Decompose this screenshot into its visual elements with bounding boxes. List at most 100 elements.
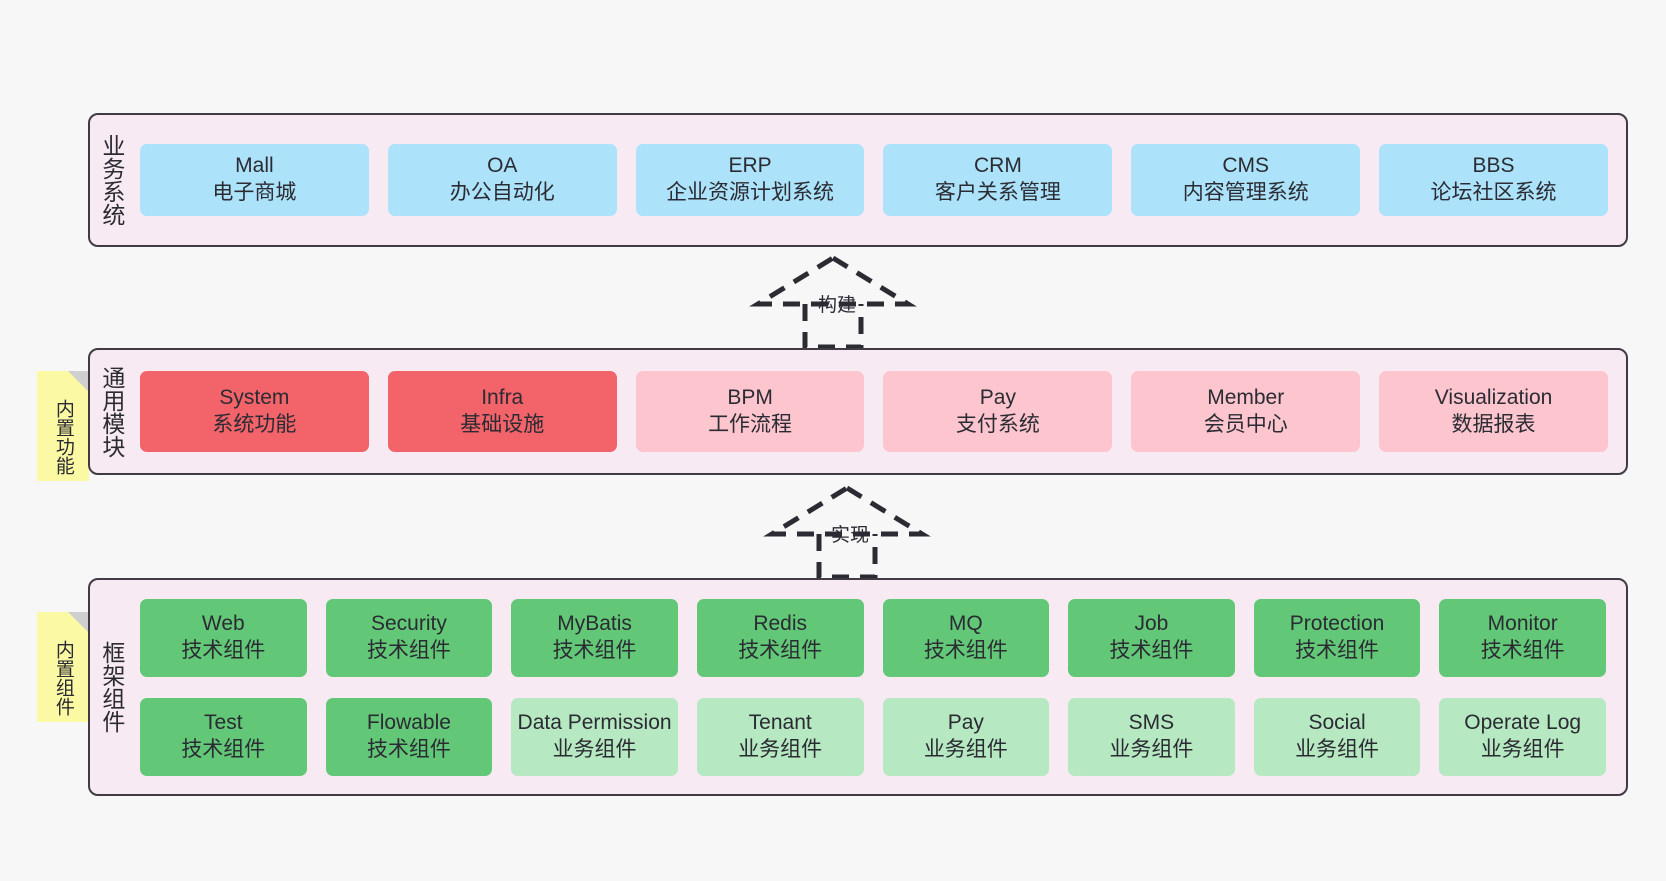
node-visualization[interactable]: Visualization 数据报表	[1379, 371, 1608, 452]
sticky-note-label: 内置功能	[52, 399, 74, 475]
node-cms[interactable]: CMS 内容管理系统	[1131, 144, 1361, 216]
node-subtitle: 技术组件	[738, 638, 823, 662]
node-title: BPM	[727, 385, 773, 409]
connector-implement-label: 实现	[831, 525, 870, 546]
node-title: OA	[487, 154, 518, 178]
node-subtitle: 技术组件	[366, 638, 451, 662]
sticky-note-label: 内置组件	[52, 640, 74, 716]
node-subtitle: 业务组件	[738, 737, 823, 761]
node-system[interactable]: System 系统功能	[140, 371, 369, 452]
common-row: System 系统功能 Infra 基础设施 BPM 工作流程 Pay 支付系统…	[140, 371, 1608, 452]
layer-title-framework: 框架组件	[98, 641, 125, 733]
node-title: Data Permission	[517, 710, 672, 734]
node-redis[interactable]: Redis 技术组件	[696, 598, 864, 677]
node-subtitle: 系统功能	[212, 412, 297, 436]
node-subtitle: 业务组件	[1480, 737, 1565, 761]
node-title: Protection	[1289, 611, 1385, 635]
sticky-note-builtin-component: 内置组件	[37, 612, 89, 722]
connector-build-icon	[749, 255, 917, 350]
node-title: Redis	[753, 611, 808, 635]
node-title: CMS	[1222, 154, 1270, 178]
node-title: Pay	[947, 710, 984, 734]
node-title: Member	[1207, 385, 1285, 409]
node-title: Pay	[979, 385, 1016, 409]
node-web[interactable]: Web 技术组件	[140, 598, 307, 677]
node-member[interactable]: Member 会员中心	[1131, 371, 1361, 452]
node-subtitle: 技术组件	[181, 638, 266, 662]
connector-build-arrow	[748, 252, 918, 350]
node-subtitle: 技术组件	[1109, 638, 1194, 662]
node-subtitle: 基础设施	[460, 412, 545, 436]
business-row: Mall 电子商城 OA 办公自动化 ERP 企业资源计划系统 CRM 客户关系…	[140, 144, 1608, 216]
node-job[interactable]: Job 技术组件	[1068, 598, 1235, 677]
node-subtitle: 论坛社区系统	[1430, 181, 1557, 204]
node-pay-component[interactable]: Pay 业务组件	[882, 697, 1050, 776]
node-crm[interactable]: CRM 客户关系管理	[883, 144, 1113, 216]
node-title: SMS	[1128, 710, 1175, 734]
node-erp[interactable]: ERP 企业资源计划系统	[635, 144, 865, 216]
layer-panel-common: 通用模块 System 系统功能 Infra 基础设施 BPM 工作流程 Pay…	[88, 348, 1628, 475]
node-bbs[interactable]: BBS 论坛社区系统	[1379, 144, 1608, 216]
node-social[interactable]: Social 业务组件	[1253, 697, 1421, 776]
node-title: CRM	[973, 154, 1022, 178]
sticky-note-builtin-function: 内置功能	[37, 371, 89, 481]
node-subtitle: 会员中心	[1203, 412, 1288, 436]
connector-implement-icon	[763, 485, 931, 580]
connector-implement-arrow	[762, 482, 932, 580]
layer-body-business: Mall 电子商城 OA 办公自动化 ERP 企业资源计划系统 CRM 客户关系…	[132, 115, 1626, 245]
node-monitor[interactable]: Monitor 技术组件	[1439, 598, 1606, 677]
node-subtitle: 技术组件	[366, 737, 451, 761]
layer-title-common: 通用模块	[98, 365, 125, 458]
node-pay[interactable]: Pay 支付系统	[883, 371, 1113, 452]
node-title: Social	[1308, 710, 1366, 734]
node-bpm[interactable]: BPM 工作流程	[635, 371, 865, 452]
framework-row-business: Test 技术组件 Flowable 技术组件 Data Permission …	[140, 697, 1606, 776]
connector-build-label: 构建	[818, 295, 857, 316]
page-fold-icon	[68, 371, 89, 392]
node-subtitle: 技术组件	[1295, 638, 1380, 662]
node-oa[interactable]: OA 办公自动化	[387, 144, 617, 216]
node-subtitle: 业务组件	[1295, 737, 1380, 761]
node-data-permission[interactable]: Data Permission 业务组件	[511, 697, 678, 776]
node-operate-log[interactable]: Operate Log 业务组件	[1439, 697, 1606, 776]
node-subtitle: 电子商城	[212, 181, 297, 204]
node-mybatis[interactable]: MyBatis 技术组件	[511, 598, 678, 677]
node-subtitle: 业务组件	[923, 737, 1008, 761]
node-subtitle: 技术组件	[923, 638, 1008, 662]
node-title: BBS	[1472, 154, 1515, 178]
node-subtitle: 技术组件	[181, 737, 266, 761]
node-title: Security	[371, 611, 447, 635]
node-mall[interactable]: Mall 电子商城	[140, 144, 369, 216]
node-protection[interactable]: Protection 技术组件	[1253, 598, 1421, 677]
node-subtitle: 企业资源计划系统	[666, 181, 835, 204]
page-fold-icon	[68, 612, 89, 633]
node-mq[interactable]: MQ 技术组件	[882, 598, 1050, 677]
node-title: Visualization	[1434, 385, 1553, 409]
layer-body-framework: Web 技术组件 Security 技术组件 MyBatis 技术组件 Redi…	[132, 580, 1626, 794]
framework-row-technical: Web 技术组件 Security 技术组件 MyBatis 技术组件 Redi…	[140, 598, 1606, 677]
node-subtitle: 数据报表	[1451, 412, 1536, 436]
node-tenant[interactable]: Tenant 业务组件	[696, 697, 864, 776]
layer-body-common: System 系统功能 Infra 基础设施 BPM 工作流程 Pay 支付系统…	[132, 350, 1626, 473]
layer-panel-business: 业务系统 Mall 电子商城 OA 办公自动化 ERP 企业资源计划系统 CRM…	[88, 113, 1628, 247]
node-title: Flowable	[366, 710, 451, 734]
layer-panel-framework: 框架组件 Web 技术组件 Security 技术组件 MyBatis 技术组件…	[88, 578, 1628, 796]
node-subtitle: 办公自动化	[449, 181, 555, 204]
node-infra[interactable]: Infra 基础设施	[387, 371, 617, 452]
node-flowable[interactable]: Flowable 技术组件	[325, 697, 493, 776]
node-sms[interactable]: SMS 业务组件	[1068, 697, 1235, 776]
node-subtitle: 业务组件	[552, 737, 637, 761]
node-title: Mall	[235, 154, 274, 178]
node-subtitle: 工作流程	[708, 412, 793, 436]
node-subtitle: 内容管理系统	[1182, 181, 1309, 204]
node-title: Monitor	[1487, 611, 1558, 635]
node-subtitle: 客户关系管理	[934, 181, 1061, 204]
node-title: Job	[1134, 611, 1169, 635]
node-title: Tenant	[748, 710, 812, 734]
node-subtitle: 技术组件	[1480, 638, 1565, 662]
node-subtitle: 业务组件	[1109, 737, 1194, 761]
node-test[interactable]: Test 技术组件	[140, 697, 307, 776]
node-title: ERP	[728, 154, 772, 178]
node-security[interactable]: Security 技术组件	[325, 598, 493, 677]
